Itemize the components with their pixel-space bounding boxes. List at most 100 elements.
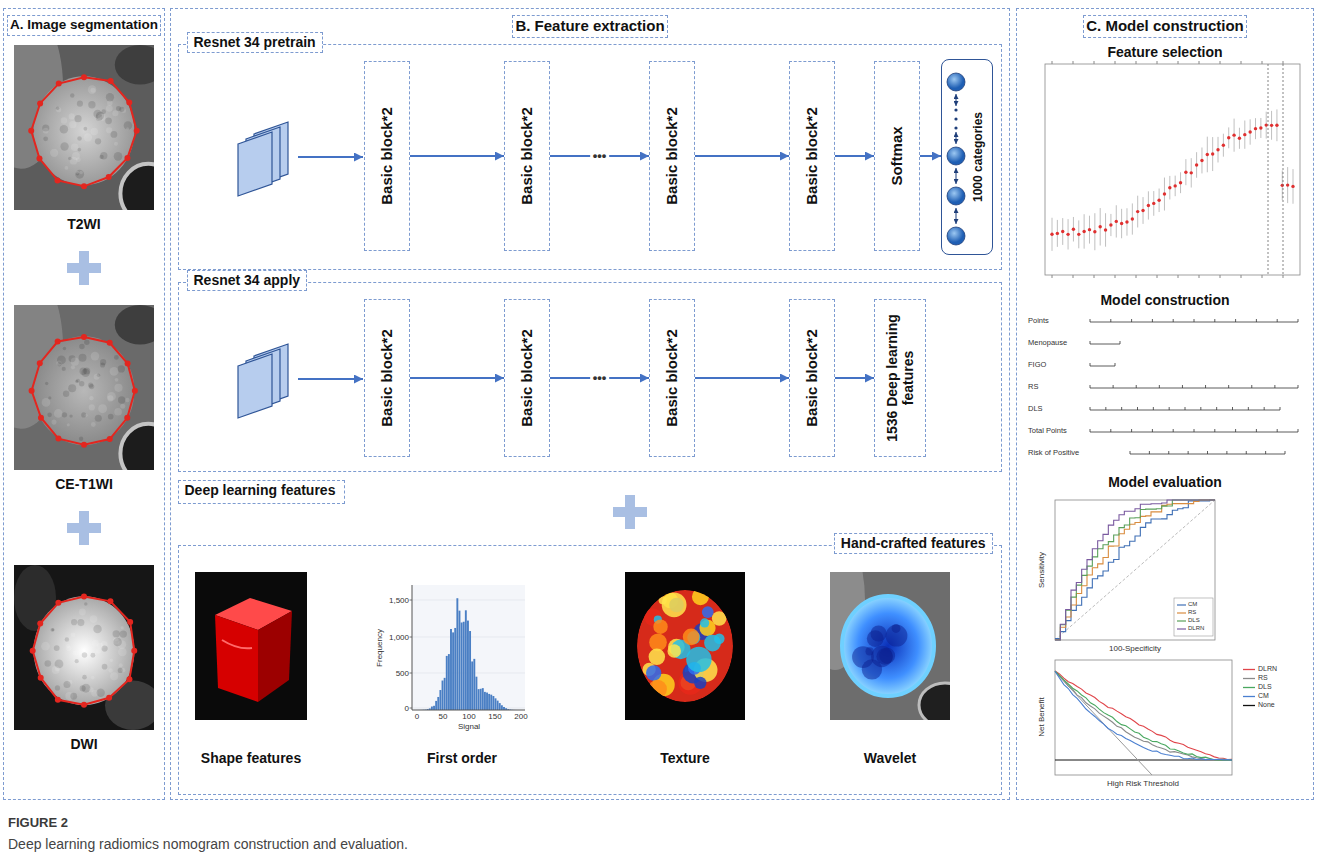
figure-part [486,693,488,710]
figure-part [1243,133,1246,136]
block-label: 1000 categories [971,69,986,245]
figure-part [1055,671,1232,760]
figure-part [112,110,118,116]
figure-part [1173,184,1176,187]
panel-heading: Resnet 34 apply [187,270,308,292]
figure-part [45,382,48,385]
figure-part [1055,500,1215,640]
figure-part [1055,660,1232,775]
figure-part [77,136,82,141]
tick-label: 1,500 [389,596,409,605]
figure-part [124,155,130,161]
figure-part [1243,678,1255,679]
figure-part [667,644,681,658]
figure-part [30,648,36,654]
image-label: DWI [70,736,97,752]
figure-part [842,596,934,696]
figure-part [114,408,122,416]
figure-part [119,107,124,112]
figure-part [79,171,82,174]
figure-part [68,157,72,161]
block-label: 1536 Deep learning features [884,306,916,450]
tab-label: Deep learning features [178,480,345,504]
figure-part [488,694,490,710]
image-label: CE-T1WI [55,476,113,492]
figure-part [1178,275,1179,278]
figure-part [435,701,437,710]
figure-number: FIGURE 2 [8,816,68,831]
figure-part [75,170,84,179]
figure-part [1190,171,1193,174]
axis-label: 100-Specificity [1109,644,1161,653]
figure-part [1050,233,1053,236]
figure-part [61,117,67,123]
figure-part [1152,429,1153,432]
figure-part [1283,275,1284,278]
figure-part [1153,407,1154,410]
figure-part [1056,232,1059,235]
layer-block: Basic block*2 [789,61,835,251]
figure-part [77,148,81,152]
figure-part [67,423,70,426]
tick-label: 1,000 [389,633,409,642]
figure-part [1045,64,1300,275]
figure-part [1275,124,1278,127]
input-layers [238,344,363,418]
figure-part [1055,500,1215,640]
figure-part [48,396,51,399]
figure-part [1283,61,1284,64]
roc-chart [1055,500,1215,640]
wavelet-map [805,530,971,727]
figure-part [56,106,60,110]
figure-part [107,340,113,346]
block-label: Basic block*2 [663,68,680,244]
figure-part [119,663,123,667]
figure-part [1082,230,1085,233]
heading-row: A. Image segmentation [5,15,163,36]
figure-part [1277,429,1278,432]
figure-part [956,168,957,184]
figure-part [41,642,50,651]
figure-part [38,415,44,421]
figure-part [79,609,86,616]
figure-part [82,675,87,680]
figure-part [79,251,89,285]
figure-part [1188,451,1189,454]
figure-part [100,152,107,159]
figure-part [55,338,61,344]
figure-part [1243,687,1255,688]
figure-part [1090,388,1298,389]
figure-part [1137,407,1138,410]
mri-image [14,305,154,470]
figure-part [450,629,452,710]
figure-part [1157,61,1158,64]
flow-arrow [695,377,789,379]
dca-chart [1055,660,1255,775]
figure-part [1199,61,1200,64]
flow-arrow [835,377,874,379]
figure-part [131,648,137,654]
figure-part [956,132,957,144]
tick-label: 150 [488,712,501,721]
neuron-column [942,60,970,253]
figure-part [96,115,102,121]
figure-part [120,424,154,470]
figure-part [947,73,965,91]
figure-part [76,379,80,383]
texture-map [625,572,745,720]
figure-part [1184,170,1187,173]
figure-part [97,689,105,697]
figure-part [95,138,101,144]
figure-part [625,495,635,529]
figure-part [1199,275,1200,278]
row-label: FIGO [1028,361,1046,370]
figure-part [1110,429,1111,432]
figure-part [412,600,525,601]
figure-part [69,121,76,128]
figure-part [625,572,745,720]
figure-part [29,388,35,394]
ellipsis-mark: ••• [590,371,610,385]
figure-part [1173,319,1174,322]
figure-part [108,414,114,420]
mri-image [14,565,154,730]
